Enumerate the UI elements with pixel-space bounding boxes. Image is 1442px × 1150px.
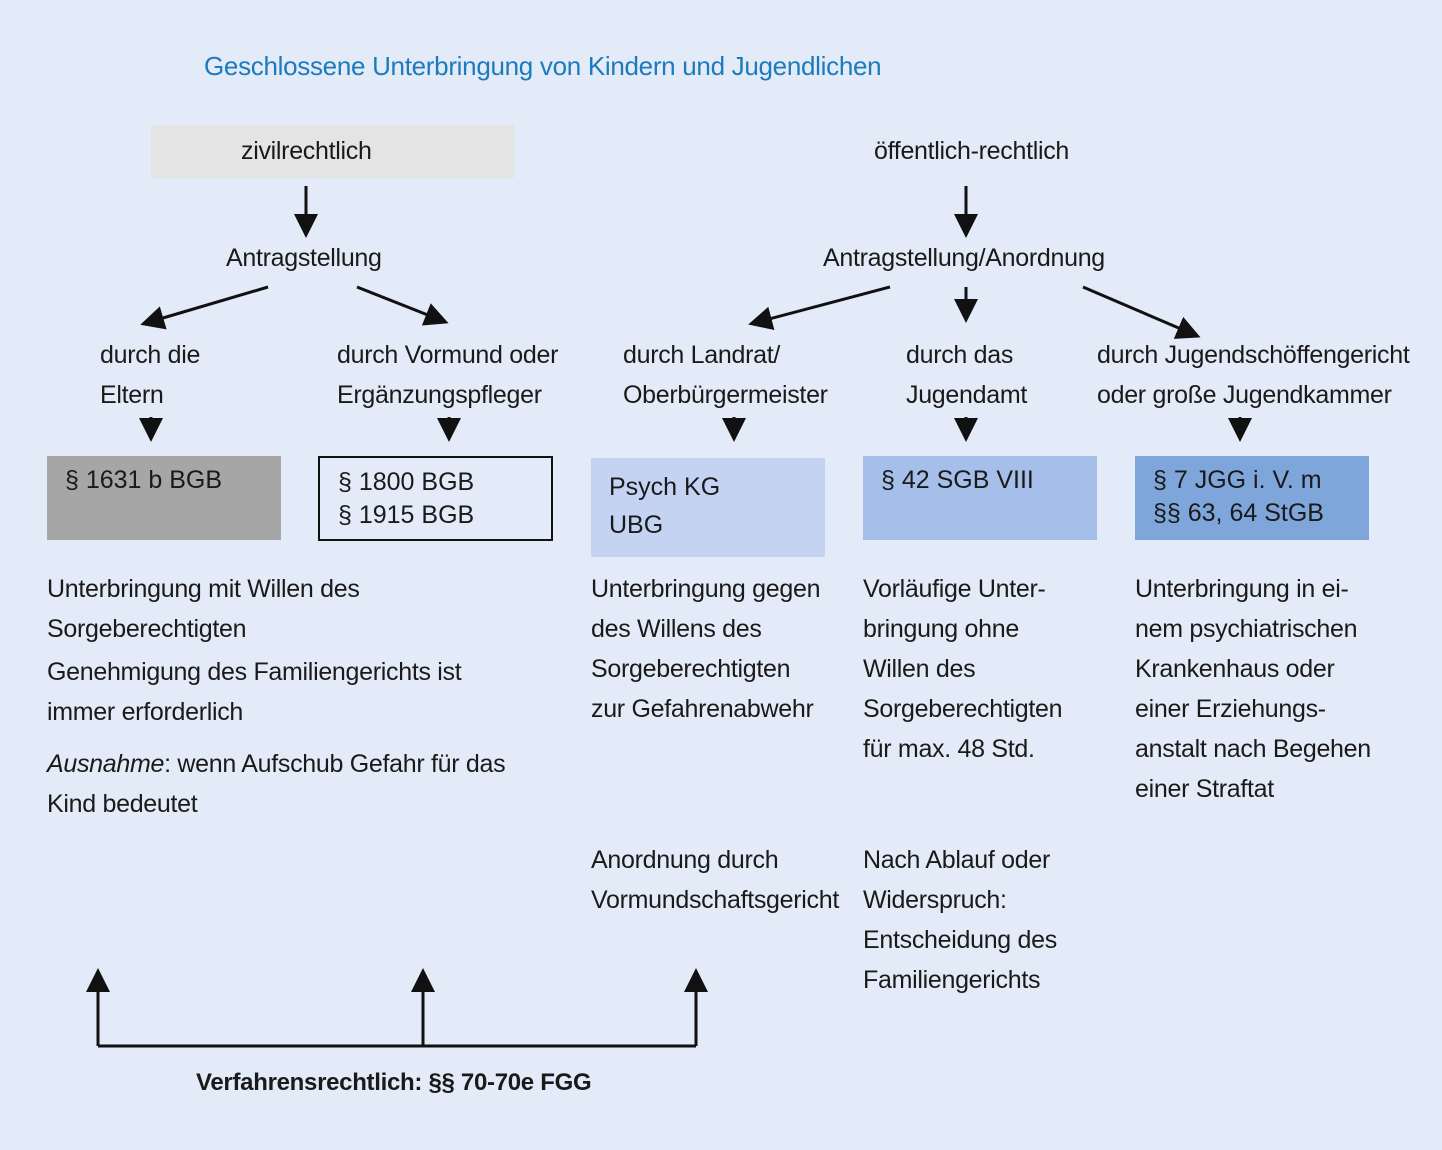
law-1800: § 1800 BGB — [338, 468, 475, 496]
desc-jugendamt-line5: für max. 48 Std. — [863, 735, 1035, 763]
diagram-title: Geschlossene Unterbringung von Kindern u… — [204, 51, 882, 81]
desc-gericht-line2: nem psychiatrischen — [1135, 615, 1358, 643]
desc-jugendamt-line2: bringung ohne — [863, 615, 1019, 643]
law-psychkg: Psych KG — [609, 473, 721, 501]
arrow-antrag-to-gericht — [1082, 285, 1201, 339]
desc-landrat-line2: des Willens des — [591, 615, 762, 643]
branch-jugendamt-line1: durch das — [906, 341, 1014, 369]
branch-gericht-line2: oder große Jugendkammer — [1097, 381, 1392, 409]
desc-zivil-line3: Genehmigung des Familiengerichts ist — [47, 658, 462, 686]
law-stgb: §§ 63, 64 StGB — [1153, 499, 1324, 527]
note-jugendamt-line2: Widerspruch: — [863, 886, 1007, 914]
zivilrechtlich-label: zivilrechtlich — [241, 137, 372, 165]
branch-eltern-line1: durch die — [100, 341, 201, 369]
desc-jugendamt-line4: Sorgeberechtigten — [863, 695, 1063, 723]
law-jgg: § 7 JGG i. V. m — [1153, 466, 1322, 494]
procedural-label: Verfahrensrechtlich: §§ 70-70e FGG — [196, 1069, 592, 1096]
desc-jugendamt-line1: Vorläufige Unter- — [863, 575, 1046, 603]
law-sgb-viii: § 42 SGB VIII — [881, 466, 1034, 494]
note-landrat-line2: Vormundschaftsgericht — [591, 886, 839, 914]
desc-zivil-exception-line2: Kind bedeutet — [47, 790, 198, 818]
desc-gericht-line5: anstalt nach Begehen — [1135, 735, 1371, 763]
law-ubg: UBG — [609, 511, 664, 539]
desc-gericht-line4: einer Erziehungs- — [1135, 695, 1326, 723]
branch-eltern-line2: Eltern — [100, 381, 164, 409]
oeffentlich-rechtlich-label: öffentlich-rechtlich — [874, 137, 1070, 165]
law-box-1800-1915: § 1800 BGB § 1915 BGB — [318, 456, 553, 541]
zivilrechtlich-header-box: zivilrechtlich — [151, 125, 514, 178]
desc-jugendamt-line3: Willen des — [863, 655, 976, 683]
exception-text: : wenn Aufschub Gefahr für das — [164, 750, 506, 778]
desc-zivil-exception: Ausnahme: wenn Aufschub Gefahr für das — [47, 744, 506, 784]
note-jugendamt-line3: Entscheidung des — [863, 926, 1057, 954]
note-jugendamt-line1: Nach Ablauf oder — [863, 846, 1050, 874]
law-box-1631b: § 1631 b BGB — [47, 456, 281, 540]
note-landrat-line1: Anordnung durch — [591, 846, 779, 874]
branch-landrat-line2: Oberbürgermeister — [623, 381, 828, 409]
desc-gericht-line1: Unterbringung in ei- — [1135, 575, 1349, 603]
branch-landrat-line1: durch Landrat/ — [623, 341, 781, 369]
law-box-psychkg-ubg: Psych KG UBG — [591, 458, 825, 557]
arrow-antrag-to-eltern — [140, 285, 269, 330]
note-jugendamt-line4: Familiengerichts — [863, 966, 1041, 994]
desc-zivil-line2: Sorgeberechtigten — [47, 615, 247, 643]
law-1915: § 1915 BGB — [338, 501, 475, 529]
branch-gericht-line1: durch Jugendschöffengericht — [1097, 341, 1410, 369]
desc-landrat-line3: Sorgeberechtigten — [591, 655, 791, 683]
arrow-antrag-to-vormund — [356, 285, 449, 326]
law-box-jgg-stgb: § 7 JGG i. V. m §§ 63, 64 StGB — [1135, 456, 1369, 540]
branch-vormund-line2: Ergänzungspfleger — [337, 381, 542, 409]
desc-zivil-line4: immer erforderlich — [47, 698, 244, 726]
desc-landrat-line4: zur Gefahrenabwehr — [591, 695, 814, 723]
arrow-antrag-to-landrat — [748, 285, 891, 330]
branch-jugendamt-line2: Jugendamt — [906, 381, 1027, 409]
desc-zivil-line1: Unterbringung mit Willen des — [47, 575, 360, 603]
exception-label: Ausnahme — [47, 750, 165, 778]
desc-gericht-line6: einer Straftat — [1135, 775, 1274, 803]
law-1631b: § 1631 b BGB — [65, 466, 223, 494]
desc-landrat-line1: Unterbringung gegen — [591, 575, 821, 603]
desc-gericht-line3: Krankenhaus oder — [1135, 655, 1335, 683]
branch-vormund-line1: durch Vormund oder — [337, 341, 559, 369]
antragstellung-anordnung-label: Antragstellung/Anordnung — [823, 244, 1105, 272]
law-box-sgb-viii: § 42 SGB VIII — [863, 456, 1097, 540]
antragstellung-label: Antragstellung — [226, 244, 382, 272]
